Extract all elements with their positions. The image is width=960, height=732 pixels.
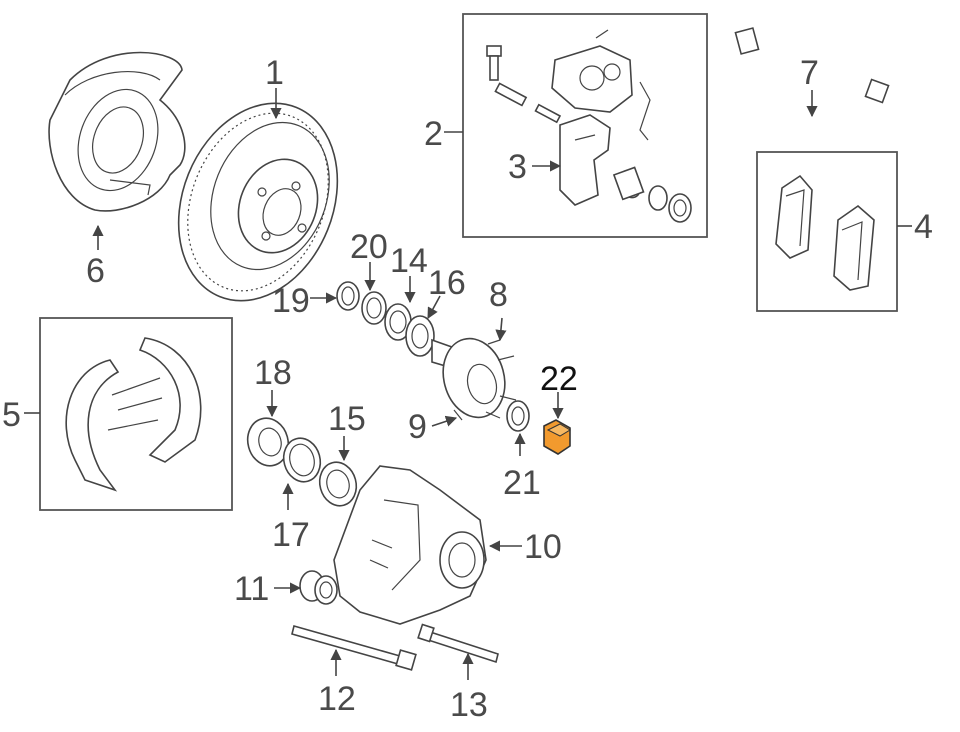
callout-12[interactable]: 12: [318, 680, 356, 718]
brake-pad-inner-part[interactable]: [775, 174, 813, 259]
callout-15[interactable]: 15: [328, 400, 366, 438]
caliper-piston-part[interactable]: [612, 166, 692, 223]
brake-hose-part[interactable]: [734, 27, 890, 124]
callout-2[interactable]: 2: [424, 115, 443, 153]
callout-6[interactable]: 6: [86, 252, 105, 290]
bearing-part-14[interactable]: [384, 303, 412, 341]
callout-20[interactable]: 20: [350, 228, 388, 266]
retaining-ring-part-17[interactable]: [279, 434, 325, 486]
brake-pad-outer-part[interactable]: [833, 204, 875, 291]
inner-seal-part-19[interactable]: [336, 281, 360, 311]
dust-shield-part[interactable]: [48, 51, 186, 212]
wheel-hub-part[interactable]: [431, 332, 517, 425]
callout-8[interactable]: 8: [489, 276, 508, 314]
callout-4[interactable]: 4: [914, 208, 933, 246]
callout-3[interactable]: 3: [508, 148, 527, 186]
bearing-part-16[interactable]: [405, 315, 435, 357]
caliper-housing-part[interactable]: [551, 29, 633, 113]
caliper-bolt-part[interactable]: [486, 45, 502, 81]
callout-5[interactable]: 5: [2, 396, 21, 434]
callout-16[interactable]: 16: [428, 264, 466, 302]
brake-rotor-part[interactable]: [150, 79, 365, 324]
spacer-part-21[interactable]: [506, 400, 530, 432]
bolt-part-13[interactable]: [417, 623, 499, 664]
brake-pad-box: [756, 151, 898, 312]
oil-seal-part-18[interactable]: [242, 414, 293, 471]
caliper-guide-pin-part[interactable]: [494, 82, 562, 124]
steering-knuckle-part[interactable]: [333, 465, 487, 625]
callout-11[interactable]: 11: [234, 570, 269, 608]
shoe-spring-part[interactable]: [107, 377, 163, 431]
callout-22[interactable]: 22: [540, 360, 578, 398]
caliper-kit-box: [462, 13, 708, 238]
callout-21[interactable]: 21: [503, 464, 541, 502]
callout-7[interactable]: 7: [800, 54, 819, 92]
caliper-clip-part[interactable]: [639, 81, 651, 141]
callout-19[interactable]: 19: [272, 282, 310, 320]
bushing-part-11[interactable]: [299, 570, 338, 605]
callout-14[interactable]: 14: [390, 242, 428, 280]
bolt-part-12[interactable]: [291, 625, 417, 671]
parking-brake-shoe-right-part[interactable]: [138, 337, 202, 463]
bearing-race-part-20[interactable]: [361, 291, 387, 325]
callout-10[interactable]: 10: [524, 528, 562, 566]
parking-shoe-box: [39, 317, 233, 511]
callout-17[interactable]: 17: [272, 516, 310, 554]
callout-1[interactable]: 1: [265, 54, 284, 92]
callout-18[interactable]: 18: [254, 354, 292, 392]
caliper-bracket-part[interactable]: [559, 114, 611, 206]
callout-9[interactable]: 9: [408, 408, 427, 446]
parking-brake-shoe-left-part[interactable]: [65, 359, 120, 492]
callout-13[interactable]: 13: [450, 686, 488, 724]
bearing-part-15[interactable]: [315, 458, 361, 510]
hub-nut-part-highlighted[interactable]: [543, 419, 571, 455]
